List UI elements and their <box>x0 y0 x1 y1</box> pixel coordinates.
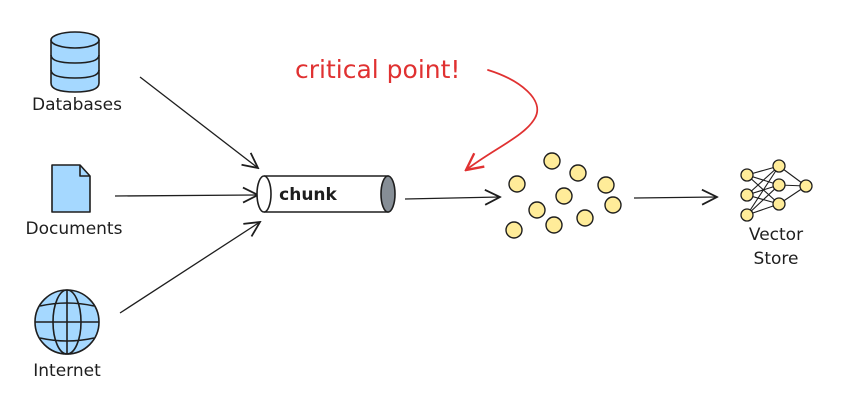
annotation-arrow <box>466 69 538 170</box>
arrow-chunks-to-store <box>633 197 717 198</box>
database-icon <box>50 31 100 93</box>
neural-network-icon <box>740 159 813 222</box>
document-icon <box>51 164 91 213</box>
annotation-text: critical point! <box>295 55 460 84</box>
pipe-icon <box>256 175 396 213</box>
globe-icon <box>34 289 100 355</box>
arrow-chunk-to-chunks <box>404 197 500 199</box>
arrow-documents-to-chunk <box>114 195 258 196</box>
source-label: Internet <box>33 361 101 381</box>
source-documents: Documents <box>26 164 123 239</box>
source-label: Documents <box>26 219 123 239</box>
arrow-databases-to-chunk <box>139 76 258 168</box>
source-databases: Databases <box>32 31 122 115</box>
store-label-line2: Store <box>754 249 799 269</box>
chunk-dot <box>555 187 573 205</box>
chunk-pipe: chunk <box>256 175 396 213</box>
critical-point-annotation: critical point! <box>295 55 538 170</box>
vector-store: Vector Store <box>740 159 813 269</box>
chunk-dot <box>508 175 526 193</box>
chunk-dot <box>576 209 594 227</box>
chunk-dot <box>597 176 615 194</box>
chunk-dot <box>545 216 563 234</box>
chunk-dot <box>543 152 561 170</box>
chunk-dot <box>528 201 546 219</box>
chunk-dot <box>604 196 622 214</box>
chunk-label: chunk <box>279 185 337 205</box>
arrow-internet-to-chunk <box>119 222 260 314</box>
chunks-cluster <box>505 152 622 239</box>
source-label: Databases <box>32 95 122 115</box>
chunk-dot <box>569 164 587 182</box>
store-label-line1: Vector <box>749 225 803 245</box>
source-internet: Internet <box>33 289 101 381</box>
chunk-dot <box>505 221 523 239</box>
